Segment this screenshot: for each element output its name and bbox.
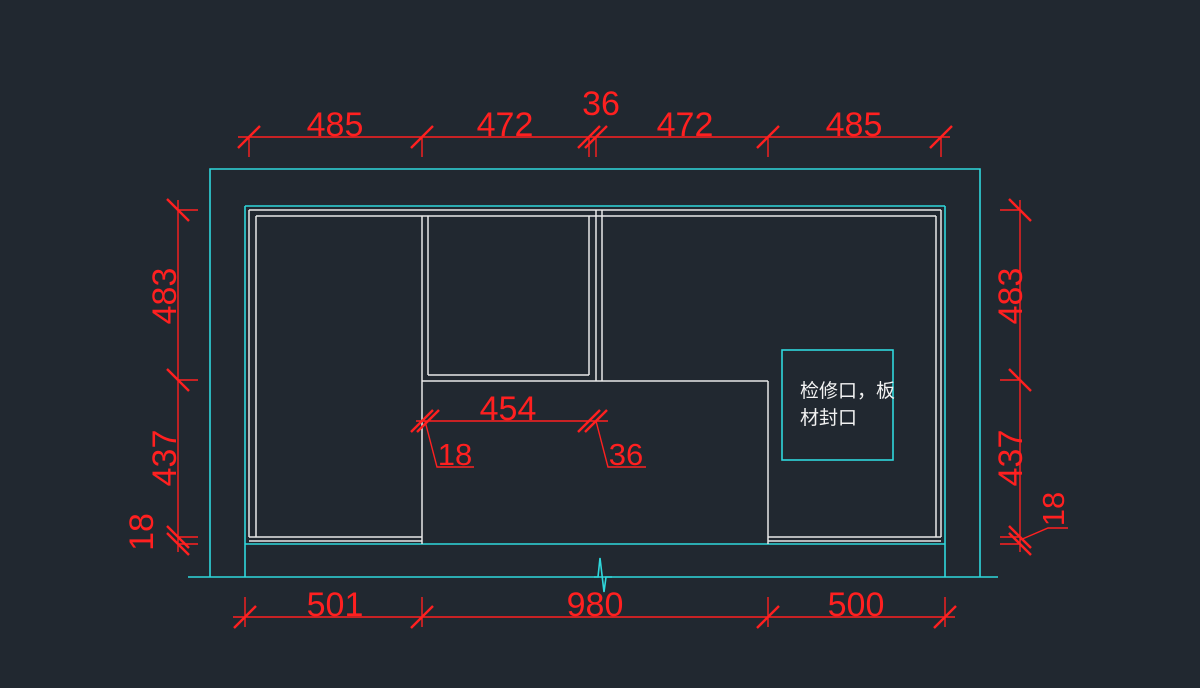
dim-top-5: 485 <box>826 106 883 144</box>
dim-right-1: 483 <box>992 268 1030 325</box>
dim-inner-left: 18 <box>438 437 472 472</box>
wall-outline <box>188 168 998 593</box>
dim-left-2: 437 <box>146 430 184 487</box>
dim-inner-right-leader <box>595 420 646 468</box>
dim-inner-width: 454 <box>480 390 537 428</box>
dimension-inner: 454 18 36 <box>410 390 646 472</box>
dim-bottom-3: 500 <box>828 586 885 624</box>
break-symbol <box>594 557 612 593</box>
dim-right-leader <box>1019 527 1068 541</box>
dim-bottom-1: 501 <box>307 586 364 624</box>
dimension-right: 483 437 18 <box>992 198 1071 556</box>
access-panel: 检修口，板 材封口 <box>781 349 895 461</box>
dim-right-2: 437 <box>992 430 1030 487</box>
dim-left-3: 18 <box>123 513 161 551</box>
access-panel-box <box>781 349 894 461</box>
cabinet-body <box>248 209 942 544</box>
dim-top-3: 36 <box>582 85 620 123</box>
dim-bottom-2: 980 <box>567 586 624 624</box>
dim-top-4: 472 <box>657 106 714 144</box>
outer-frame <box>209 168 981 577</box>
dimension-bottom: 501 980 500 <box>233 586 957 629</box>
dimension-top: 485 472 36 472 485 <box>237 85 953 157</box>
access-panel-note-line1: 检修口，板 <box>800 380 895 402</box>
dim-inner-left-leader <box>424 420 474 468</box>
dim-top-1: 485 <box>307 106 364 144</box>
dimension-left: 483 437 18 <box>123 198 198 556</box>
dim-top-2: 472 <box>477 106 534 144</box>
dim-left-1: 483 <box>146 268 184 325</box>
dim-inner-right: 36 <box>609 437 643 472</box>
dim-right-3: 18 <box>1036 492 1071 526</box>
access-panel-note-line2: 材封口 <box>800 407 857 429</box>
